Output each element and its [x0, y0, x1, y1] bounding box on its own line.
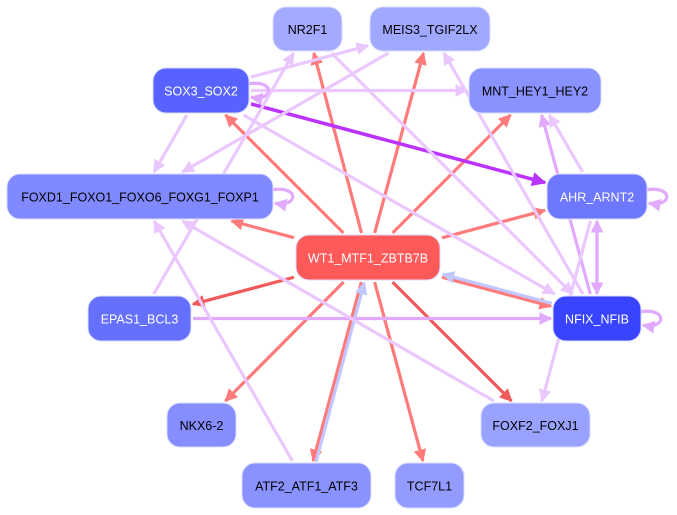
node-box[interactable] — [152, 67, 250, 114]
node-label: EPAS1_BCL3 — [101, 313, 179, 327]
node-label: NFIX_NFIB — [565, 313, 629, 327]
node-label: MEIS3_TGIF2LX — [382, 23, 478, 37]
node-box[interactable] — [480, 402, 591, 448]
node-box[interactable] — [272, 6, 343, 52]
node-label: ATF2_ATF1_ATF3 — [255, 480, 358, 494]
node-box[interactable] — [6, 173, 274, 220]
edge-nfix-nfib-to-nfix-nfib — [640, 309, 663, 334]
edge-wt1-mtf1-zbtb7b-to-foxf2-foxj1 — [391, 280, 513, 403]
node-label: SOX3_SOX2 — [164, 85, 238, 99]
edge-foxf2-foxj1-to-foxd1-foxo1-foxo6-foxg1-foxp1 — [181, 219, 495, 403]
edge-foxd1-foxo1-foxo6-foxg1-foxp1-to-foxd1-foxo1-foxo6-foxg1-foxp1 — [272, 187, 295, 212]
edge-nfix-nfib-to-wt1-mtf1-zbtb7b — [441, 271, 553, 305]
node-box[interactable] — [241, 462, 372, 509]
node-box[interactable] — [552, 295, 642, 342]
node-box[interactable] — [394, 462, 465, 509]
node-label: FOXD1_FOXO1_FOXO6_FOXG1_FOXP1 — [21, 191, 259, 205]
node-box[interactable] — [166, 402, 237, 448]
edge-nfix-nfib-to-meis3-tgif2lx — [442, 51, 585, 295]
edge-layer — [152, 42, 669, 463]
edge-atf2-atf1-atf3-to-wt1-mtf1-zbtb7b — [314, 281, 368, 463]
node-nkx6-2[interactable]: NKX6-2 — [166, 402, 237, 448]
node-ahr-arnt2[interactable]: AHR_ARNT2 — [546, 173, 648, 220]
edge-wt1-mtf1-zbtb7b-to-atf2-atf1-atf3 — [309, 281, 363, 463]
node-box[interactable] — [369, 6, 491, 52]
node-label: NKX6-2 — [180, 419, 224, 433]
node-label: AHR_ARNT2 — [560, 191, 634, 205]
node-sox3-sox2[interactable]: SOX3_SOX2 — [152, 67, 250, 114]
node-foxf2-foxj1[interactable]: FOXF2_FOXJ1 — [480, 402, 591, 448]
node-box[interactable] — [468, 67, 602, 114]
edge-sox3-sox2-to-foxd1-foxo1-foxo6-foxg1-foxp1 — [152, 114, 189, 174]
node-tcf7l1[interactable]: TCF7L1 — [394, 462, 465, 509]
edge-atf2-atf1-atf3-to-foxd1-foxo1-foxo6-foxg1-foxp1 — [152, 219, 294, 462]
node-nr2f1[interactable]: NR2F1 — [272, 6, 343, 52]
node-label: WT1_MTF1_ZBTB7B — [308, 252, 428, 266]
edge-nr2f1-to-nfix-nfib — [330, 51, 574, 296]
edge-wt1-mtf1-zbtb7b-to-foxd1-foxo1-foxo6-foxg1-foxp1 — [230, 217, 295, 240]
node-meis3-tgif2lx[interactable]: MEIS3_TGIF2LX — [369, 6, 491, 52]
edge-ahr-arnt2-to-ahr-arnt2 — [646, 187, 669, 212]
edge-sox3-sox2-to-nfix-nfib — [242, 113, 556, 296]
node-layer: WT1_MTF1_ZBTB7B NR2F1 MEIS3_TGIF2LX SOX3_SO… — [6, 6, 648, 509]
node-box[interactable] — [295, 234, 441, 281]
node-foxd1-foxo1-foxo6-foxg1-foxp1[interactable]: FOXD1_FOXO1_FOXO6_FOXG1_FOXP1 — [6, 173, 274, 220]
node-label: NR2F1 — [288, 23, 328, 37]
node-label: TCF7L1 — [407, 480, 452, 494]
edge-wt1-mtf1-zbtb7b-to-nkx6-2 — [224, 280, 345, 403]
edge-wt1-mtf1-zbtb7b-to-ahr-arnt2 — [441, 207, 547, 240]
edge-sox3-sox2-to-ahr-arnt2 — [250, 102, 547, 187]
edge-wt1-mtf1-zbtb7b-to-nr2f1 — [310, 51, 364, 234]
edge-meis3-tgif2lx-to-foxd1-foxo1-foxo6-foxg1-foxp1 — [181, 51, 390, 174]
node-label: FOXF2_FOXJ1 — [492, 419, 578, 433]
node-atf2-atf1-atf3[interactable]: ATF2_ATF1_ATF3 — [241, 462, 372, 509]
node-epas1-bcl3[interactable]: EPAS1_BCL3 — [87, 295, 192, 342]
edge-wt1-mtf1-zbtb7b-to-epas1-bcl3 — [191, 275, 295, 308]
node-nfix-nfib[interactable]: NFIX_NFIB — [552, 295, 642, 342]
edge-wt1-mtf1-zbtb7b-to-nfix-nfib — [441, 275, 553, 310]
node-label: MNT_HEY1_HEY2 — [482, 85, 588, 99]
edge-sox3-sox2-to-sox3-sox2 — [248, 81, 271, 106]
edge-sox3-sox2-to-meis3-tgif2lx — [250, 42, 370, 79]
node-box[interactable] — [546, 173, 648, 220]
node-box[interactable] — [87, 295, 192, 342]
node-wt1-mtf1-zbtb7b[interactable]: WT1_MTF1_ZBTB7B — [295, 234, 441, 281]
edge-wt1-mtf1-zbtb7b-to-tcf7l1 — [373, 281, 427, 463]
node-mnt-hey1-hey2[interactable]: MNT_HEY1_HEY2 — [468, 67, 602, 114]
edge-ahr-arnt2-to-mnt-hey1-hey2 — [547, 113, 585, 173]
